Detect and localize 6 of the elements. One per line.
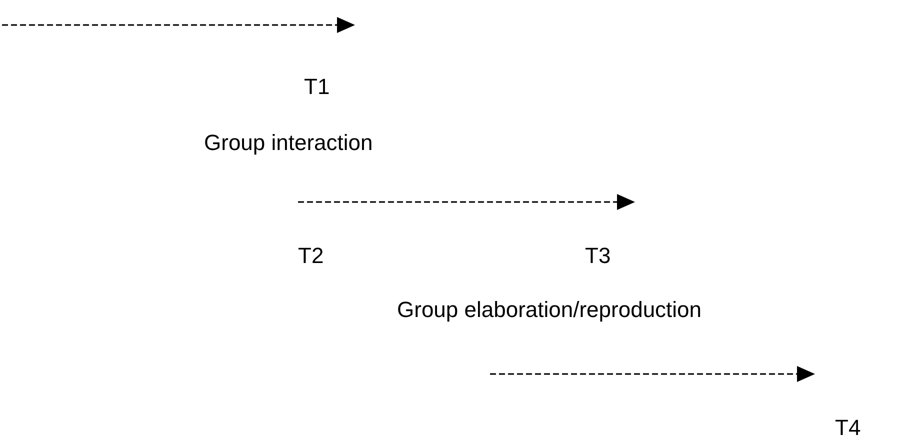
label-text: Group interaction (204, 129, 373, 157)
label-text: T2 (298, 242, 324, 270)
label-text: T1 (304, 73, 330, 101)
label-text: Group elaboration/reproduction (397, 296, 702, 324)
label-text: T3 (585, 242, 611, 270)
label-text: T4 (835, 414, 861, 442)
